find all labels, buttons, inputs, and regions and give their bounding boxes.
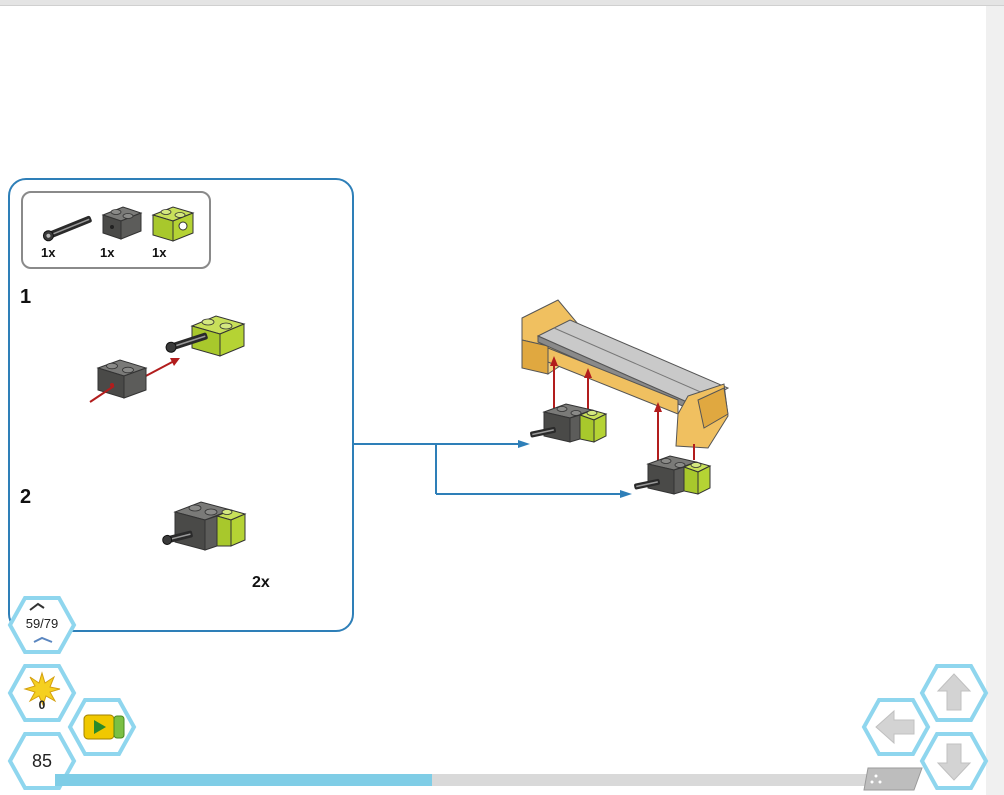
axle-quantity: 1x bbox=[41, 245, 56, 260]
score-button[interactable]: 0 bbox=[7, 664, 77, 722]
substep-number-2: 2 bbox=[20, 486, 32, 508]
gray-brick-quantity: 1x bbox=[100, 245, 115, 260]
dark-gray-brick-part-icon bbox=[101, 206, 143, 240]
subassembly-panel: 1x 1x 1x 1 2 2x bbox=[8, 178, 354, 632]
parts-list: 1x 1x 1x bbox=[21, 191, 211, 269]
page-counter-button[interactable]: 59/79 bbox=[7, 596, 77, 654]
hexagon-frame-icon bbox=[7, 596, 77, 654]
score-value: 0 bbox=[38, 698, 46, 712]
arrow-up-icon bbox=[919, 664, 989, 722]
star-burst-icon bbox=[7, 664, 77, 722]
play-icon bbox=[67, 698, 137, 756]
axle-part-icon bbox=[42, 215, 92, 242]
scrollbar[interactable] bbox=[986, 6, 1004, 795]
substep-2-illustration bbox=[162, 501, 247, 551]
previous-step-button[interactable] bbox=[861, 698, 931, 756]
substep-number-1: 1 bbox=[20, 286, 32, 308]
substep-multiplier: 2x bbox=[252, 574, 270, 591]
progress-bar[interactable] bbox=[55, 774, 875, 786]
page-counter: 59/79 bbox=[25, 616, 59, 631]
arrow-down-icon bbox=[919, 732, 989, 790]
play-animation-button[interactable] bbox=[67, 698, 137, 756]
lime-brick-quantity: 1x bbox=[152, 245, 167, 260]
substep-1-illustration bbox=[89, 315, 246, 403]
next-up-button[interactable] bbox=[919, 664, 989, 722]
arrow-left-icon bbox=[861, 698, 931, 756]
next-down-button[interactable] bbox=[919, 732, 989, 790]
main-model-illustration bbox=[521, 299, 730, 495]
connector-arrows bbox=[354, 440, 632, 498]
window-top-border bbox=[0, 0, 1004, 6]
step-number: 85 bbox=[31, 751, 53, 771]
progress-handle-icon[interactable] bbox=[863, 766, 924, 792]
progress-fill bbox=[55, 774, 433, 786]
lime-brick-part-icon bbox=[151, 206, 195, 242]
